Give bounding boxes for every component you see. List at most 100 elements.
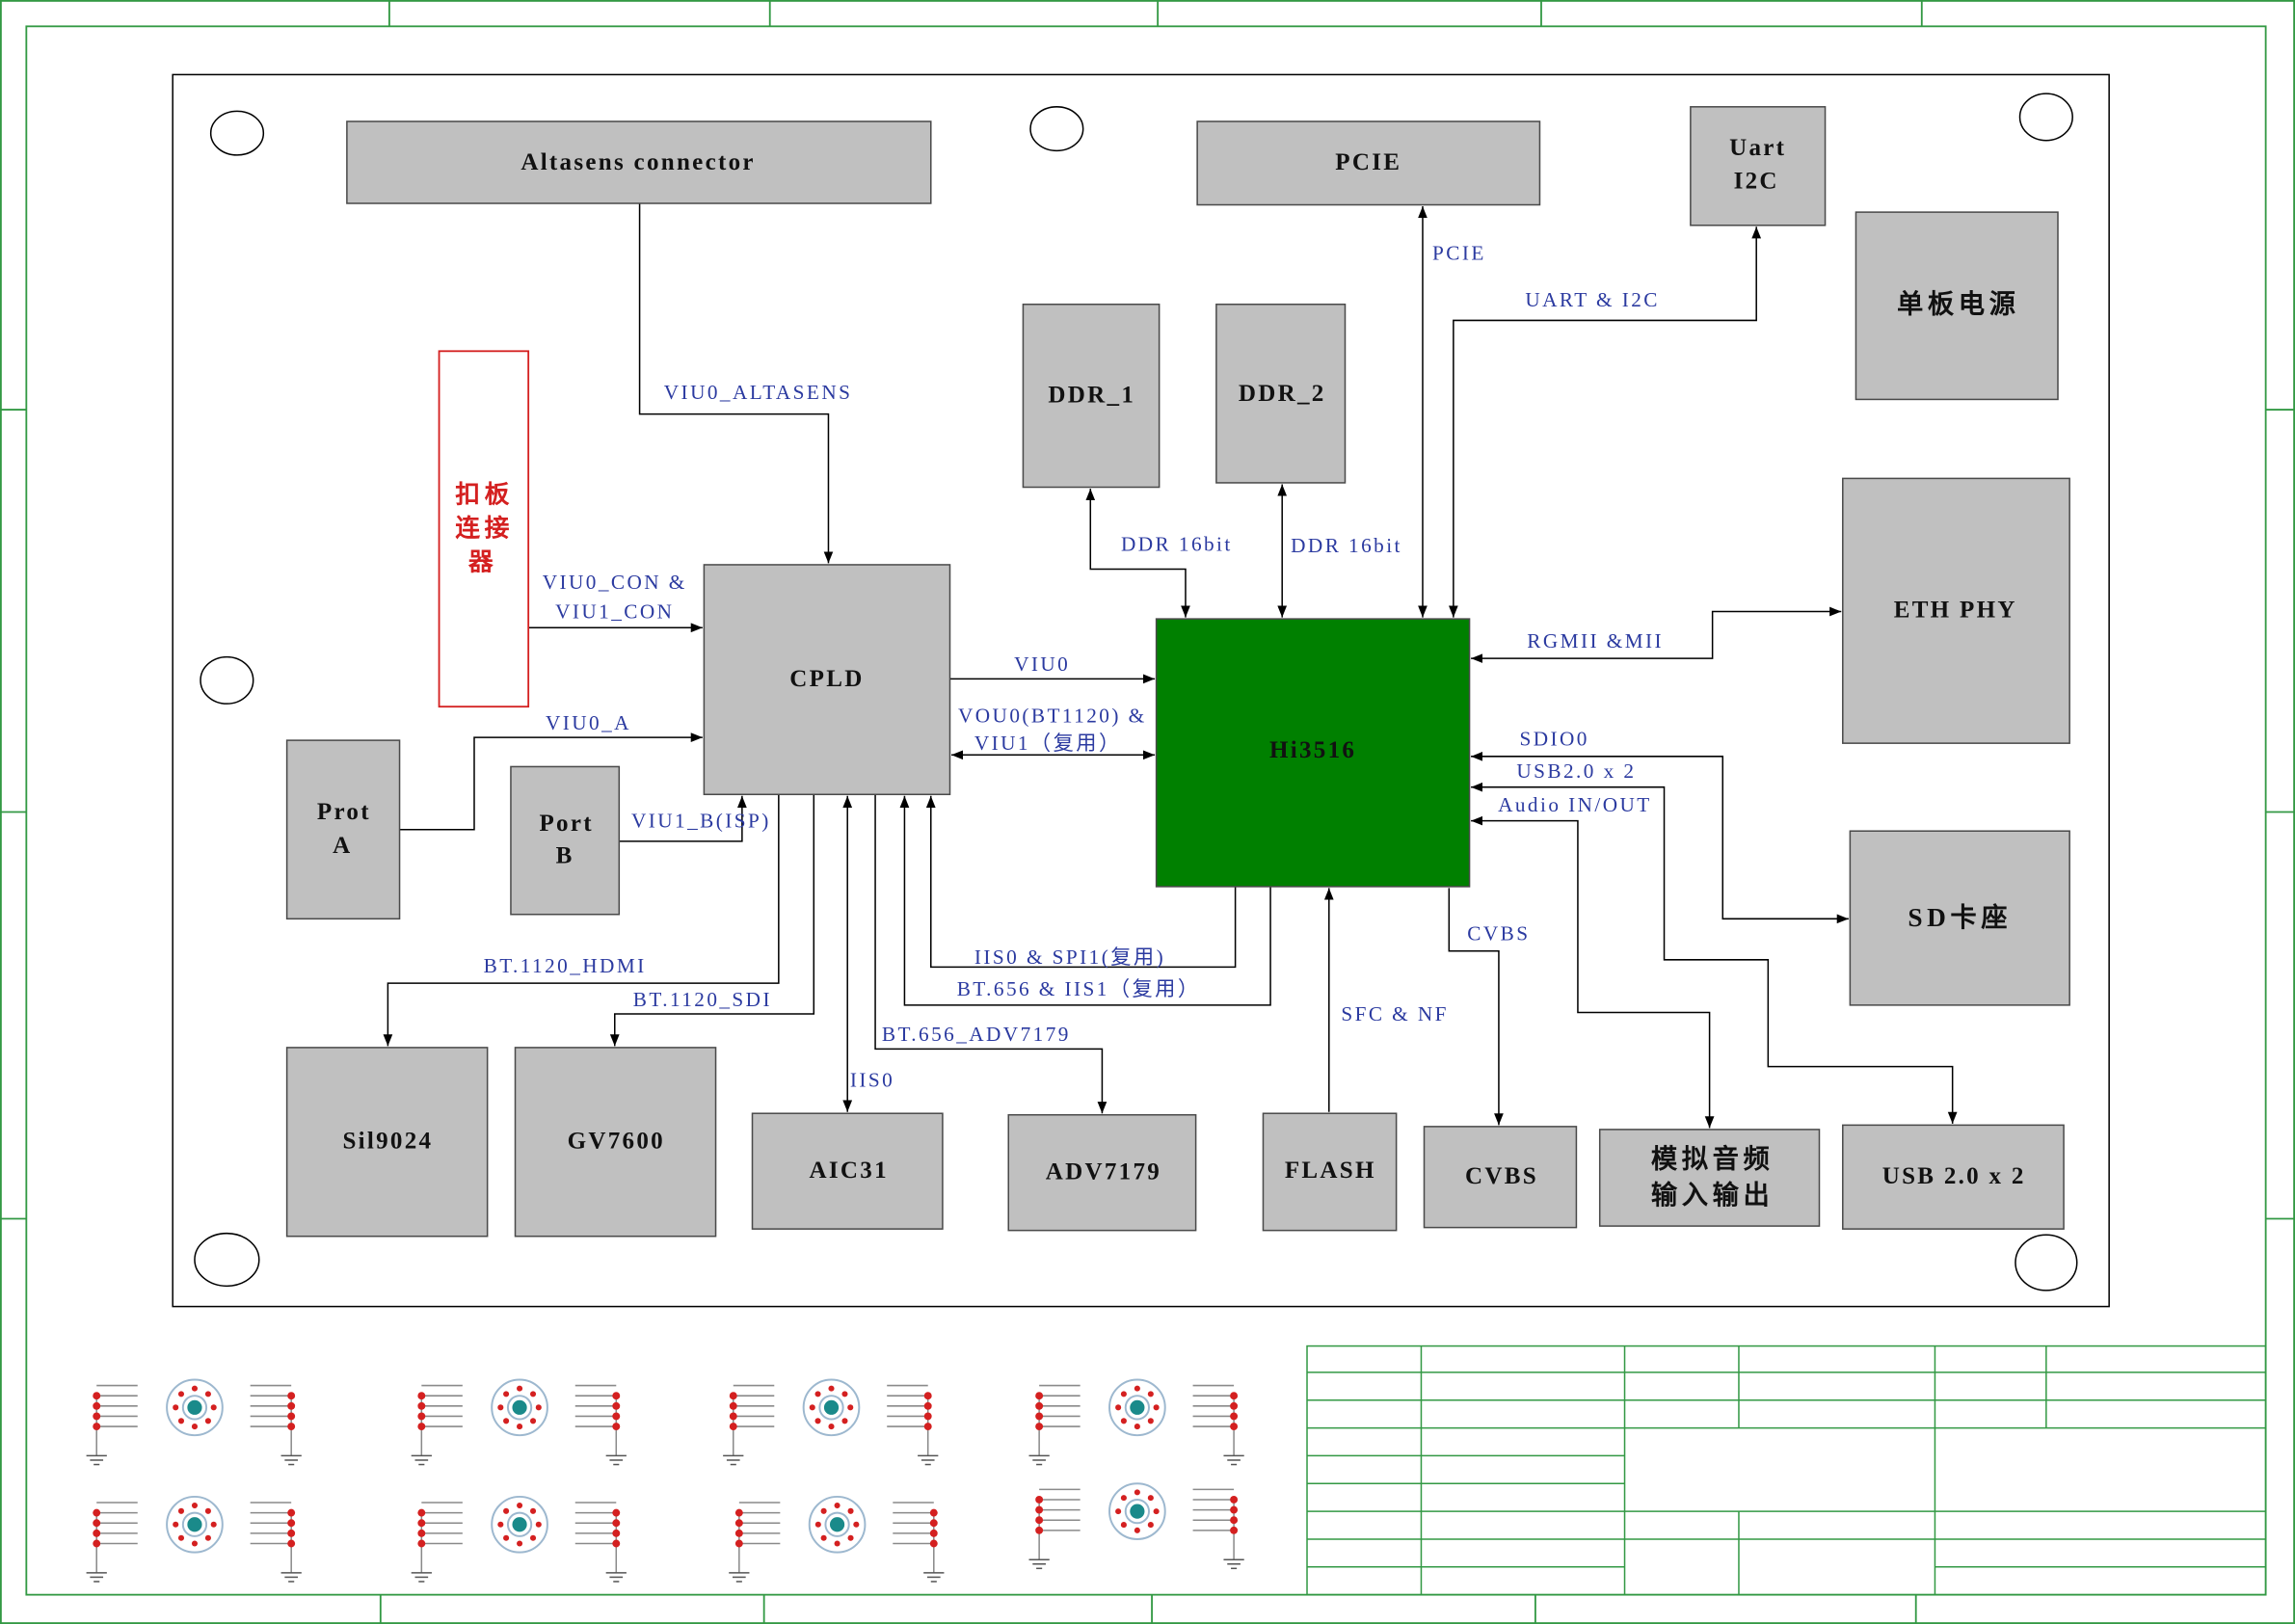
pad-pin-dot [497,1521,504,1528]
signal-label: VIU1（复用） [974,732,1122,755]
pad-pin-dot [517,1385,523,1392]
signal-ddr1-bus: DDR 16bit [1085,489,1233,618]
mounting-holes [194,93,2078,1291]
pin-header [887,1384,939,1466]
pin-dot [287,1423,296,1431]
pad-pin-dot [1134,1424,1140,1430]
block-label: Prot [317,799,371,825]
pin-dot [612,1519,621,1528]
pad-center [512,1399,527,1415]
pin-dot [1035,1423,1044,1431]
block-sd-slot: SD卡座 [1849,830,2070,1006]
signal-wire [925,795,1237,969]
pad-pin-dot [529,1507,537,1514]
connector-footprint [1028,1378,1244,1466]
pad-pin-dot [834,1540,841,1547]
block-box [1855,211,2059,401]
mounting-hole [2018,93,2073,142]
connector-footprint [1028,1482,1244,1570]
signal-ddr2-bus: DDR 16bit [1277,484,1402,618]
pin-dot [417,1539,426,1548]
pad-pin-dot [173,1404,179,1411]
pad-pin-dot [204,1534,211,1541]
block-label: GV7600 [568,1129,665,1155]
pin-header [1028,1384,1081,1466]
pad-pin-dot [847,1534,854,1541]
pad-center [823,1399,840,1415]
block-board-power: 单板电源 [1855,211,2059,401]
block-label: Hi3516 [1269,737,1356,763]
pad-center [187,1517,202,1532]
mounting-hole [209,110,265,156]
pad-pin-dot [1115,1508,1122,1515]
ground-symbol [605,1572,627,1583]
signal-viu0: VIU0 [949,652,1156,684]
pin-dot [1035,1516,1044,1525]
pad-pin-dot [204,1507,211,1514]
block-box [703,564,951,796]
pad-pin-dot [517,1540,523,1547]
mounting-hole [194,1232,260,1288]
signal-label: DDR 16bit [1121,533,1233,556]
signal-label: VIU0 [1014,652,1070,676]
signal-label: SDIO0 [1519,728,1588,751]
block-label: SD卡座 [1908,902,2012,932]
pin-dot [417,1401,426,1410]
signal-label: VOU0(BT1120) & [958,704,1147,727]
block-label: 扣板 [455,481,514,509]
connector-footprint [729,1495,945,1583]
signal-wire [899,795,1271,1006]
pad-pin-dot [841,1418,848,1424]
block-label: B [556,843,574,869]
pin-dot [93,1412,101,1421]
pin-dot [612,1423,621,1431]
connector-footprint [723,1378,939,1466]
signal-wire [619,795,747,842]
signal-rgmii: RGMII &MII [1471,606,1842,663]
connector-footprint [411,1378,627,1466]
pin-dot [1230,1401,1239,1410]
pin-dot [734,1519,743,1528]
signal-uart-i2c-bus: UART & I2C [1449,226,1762,618]
pin-header [574,1502,627,1583]
pad-pin-dot [820,1534,827,1541]
pin-dot [93,1539,101,1548]
title-block-border [1306,1344,2267,1596]
pad-pin-dot [828,1385,835,1392]
pin-header [1192,1384,1244,1466]
pin-dot [1230,1505,1239,1514]
pin-dot [1035,1412,1044,1421]
inner-frame [25,25,2267,1596]
signal-audio-bus: Audio IN/OUT [1471,793,1715,1129]
pad-center [1130,1504,1145,1519]
pad-pin-dot [809,1404,815,1411]
pad-center [829,1517,845,1532]
pad-center [187,1399,202,1415]
mounting-hole [2015,1234,2078,1291]
pin-dot [417,1423,426,1431]
block-label: FLASH [1285,1158,1376,1184]
pad-pin-dot [1147,1495,1154,1502]
signal-label: PCIE [1432,242,1486,265]
signal-label: BT.656_ADV7179 [882,1023,1071,1046]
block-label: 输入输出 [1651,1180,1775,1210]
pin-dot [287,1508,296,1517]
signal-label: DDR 16bit [1291,534,1402,557]
pin-dot [612,1539,621,1548]
pin-dot [93,1423,101,1431]
block-box [438,350,530,708]
signal-label: IIS0 [850,1068,894,1091]
pin-dot [1230,1412,1239,1421]
signal-bt656-adv7179: BT.656_ADV7179 [874,794,1107,1114]
pin-dot [93,1392,101,1400]
block-label: CVBS [1465,1163,1538,1189]
block-box [1690,106,1827,226]
title-block [1306,1344,2267,1596]
signal-label: CVBS [1467,921,1530,945]
ground-symbol [918,1454,939,1466]
signal-label: VIU0_ALTASENS [664,381,853,404]
signal-label: VIU1_B(ISP) [631,810,771,833]
signal-wire [1448,888,1504,1126]
pad-pin-dot [1120,1522,1127,1529]
signal-label: RGMII &MII [1527,629,1664,652]
